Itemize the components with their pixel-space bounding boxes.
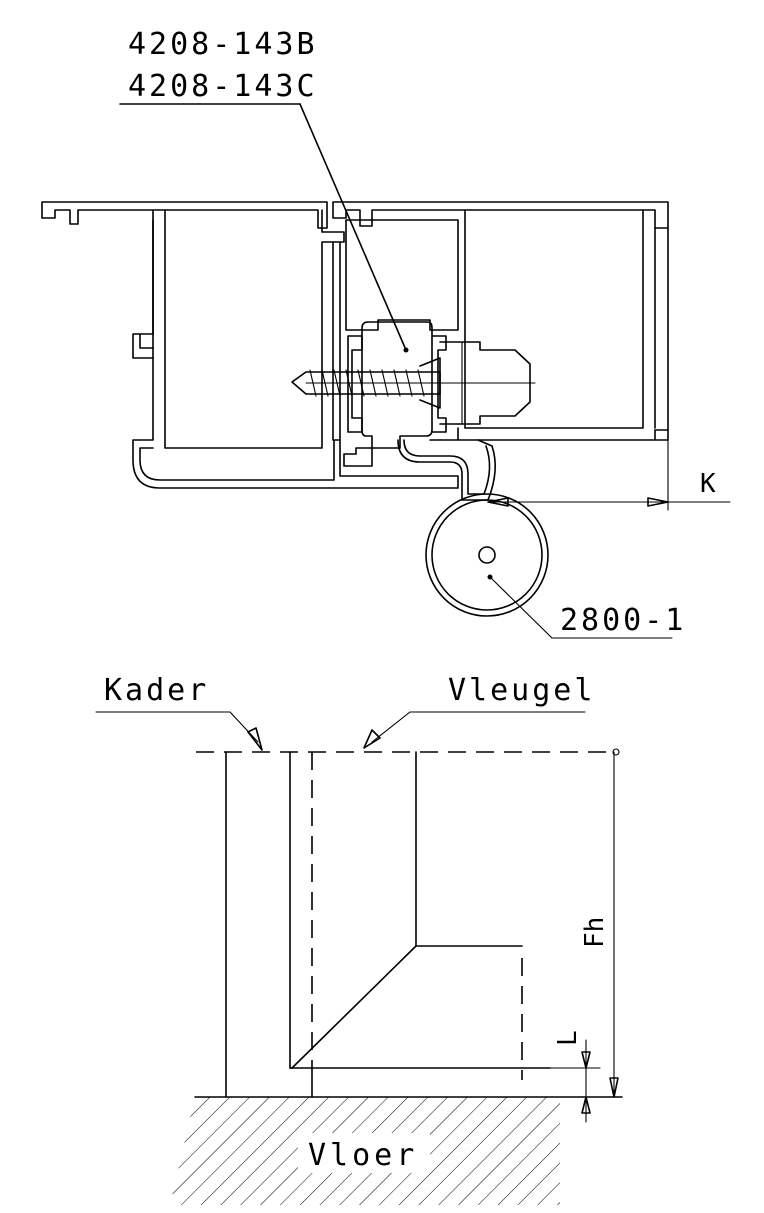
profile-section: K 2800-1 bbox=[41, 201, 731, 639]
frame-left-wall bbox=[132, 219, 154, 359]
roller: 2800-1 bbox=[425, 493, 686, 639]
dim-label-k: K bbox=[700, 469, 716, 499]
sash-diagonal bbox=[291, 945, 417, 1069]
hinge-bracket bbox=[361, 321, 433, 449]
floor-layout: Kader Vleugel Vloer bbox=[95, 673, 623, 1205]
sash-bottom bbox=[429, 427, 669, 441]
label-vloer: Vloer bbox=[308, 1138, 418, 1173]
part-label-2800-1: 2800-1 bbox=[560, 603, 686, 638]
sash-chamber-left bbox=[345, 219, 459, 331]
callout-leader bbox=[299, 103, 407, 351]
callout-dot bbox=[403, 347, 409, 353]
sash-profile-outline bbox=[332, 201, 669, 229]
part-label-4208-143b: 4208-143B bbox=[128, 27, 318, 62]
dimension-fh: Fh bbox=[580, 751, 619, 1098]
label-kader: Kader bbox=[104, 673, 209, 708]
sash-chamber-right bbox=[464, 209, 644, 429]
frame-profile-outline bbox=[41, 201, 328, 229]
arrow-vleugel bbox=[363, 729, 381, 749]
part-label-4208-143c: 4208-143C bbox=[128, 69, 318, 104]
frame-inner-chamber bbox=[164, 209, 345, 449]
arrow-kader bbox=[247, 727, 263, 751]
dim-label-fh: Fh bbox=[580, 917, 610, 948]
callout-part-4208: 4208-143B 4208-143C bbox=[119, 27, 409, 353]
dimension-l: L bbox=[549, 1030, 601, 1123]
screw bbox=[291, 357, 441, 409]
frame-profile-body bbox=[132, 209, 459, 489]
dim-label-l: L bbox=[553, 1030, 583, 1046]
dimension-k: K bbox=[487, 439, 731, 511]
bottom-clip bbox=[343, 447, 373, 467]
bracket-clip bbox=[347, 335, 363, 433]
cable-band-outer bbox=[397, 439, 496, 501]
label-vleugel: Vleugel bbox=[448, 673, 595, 708]
